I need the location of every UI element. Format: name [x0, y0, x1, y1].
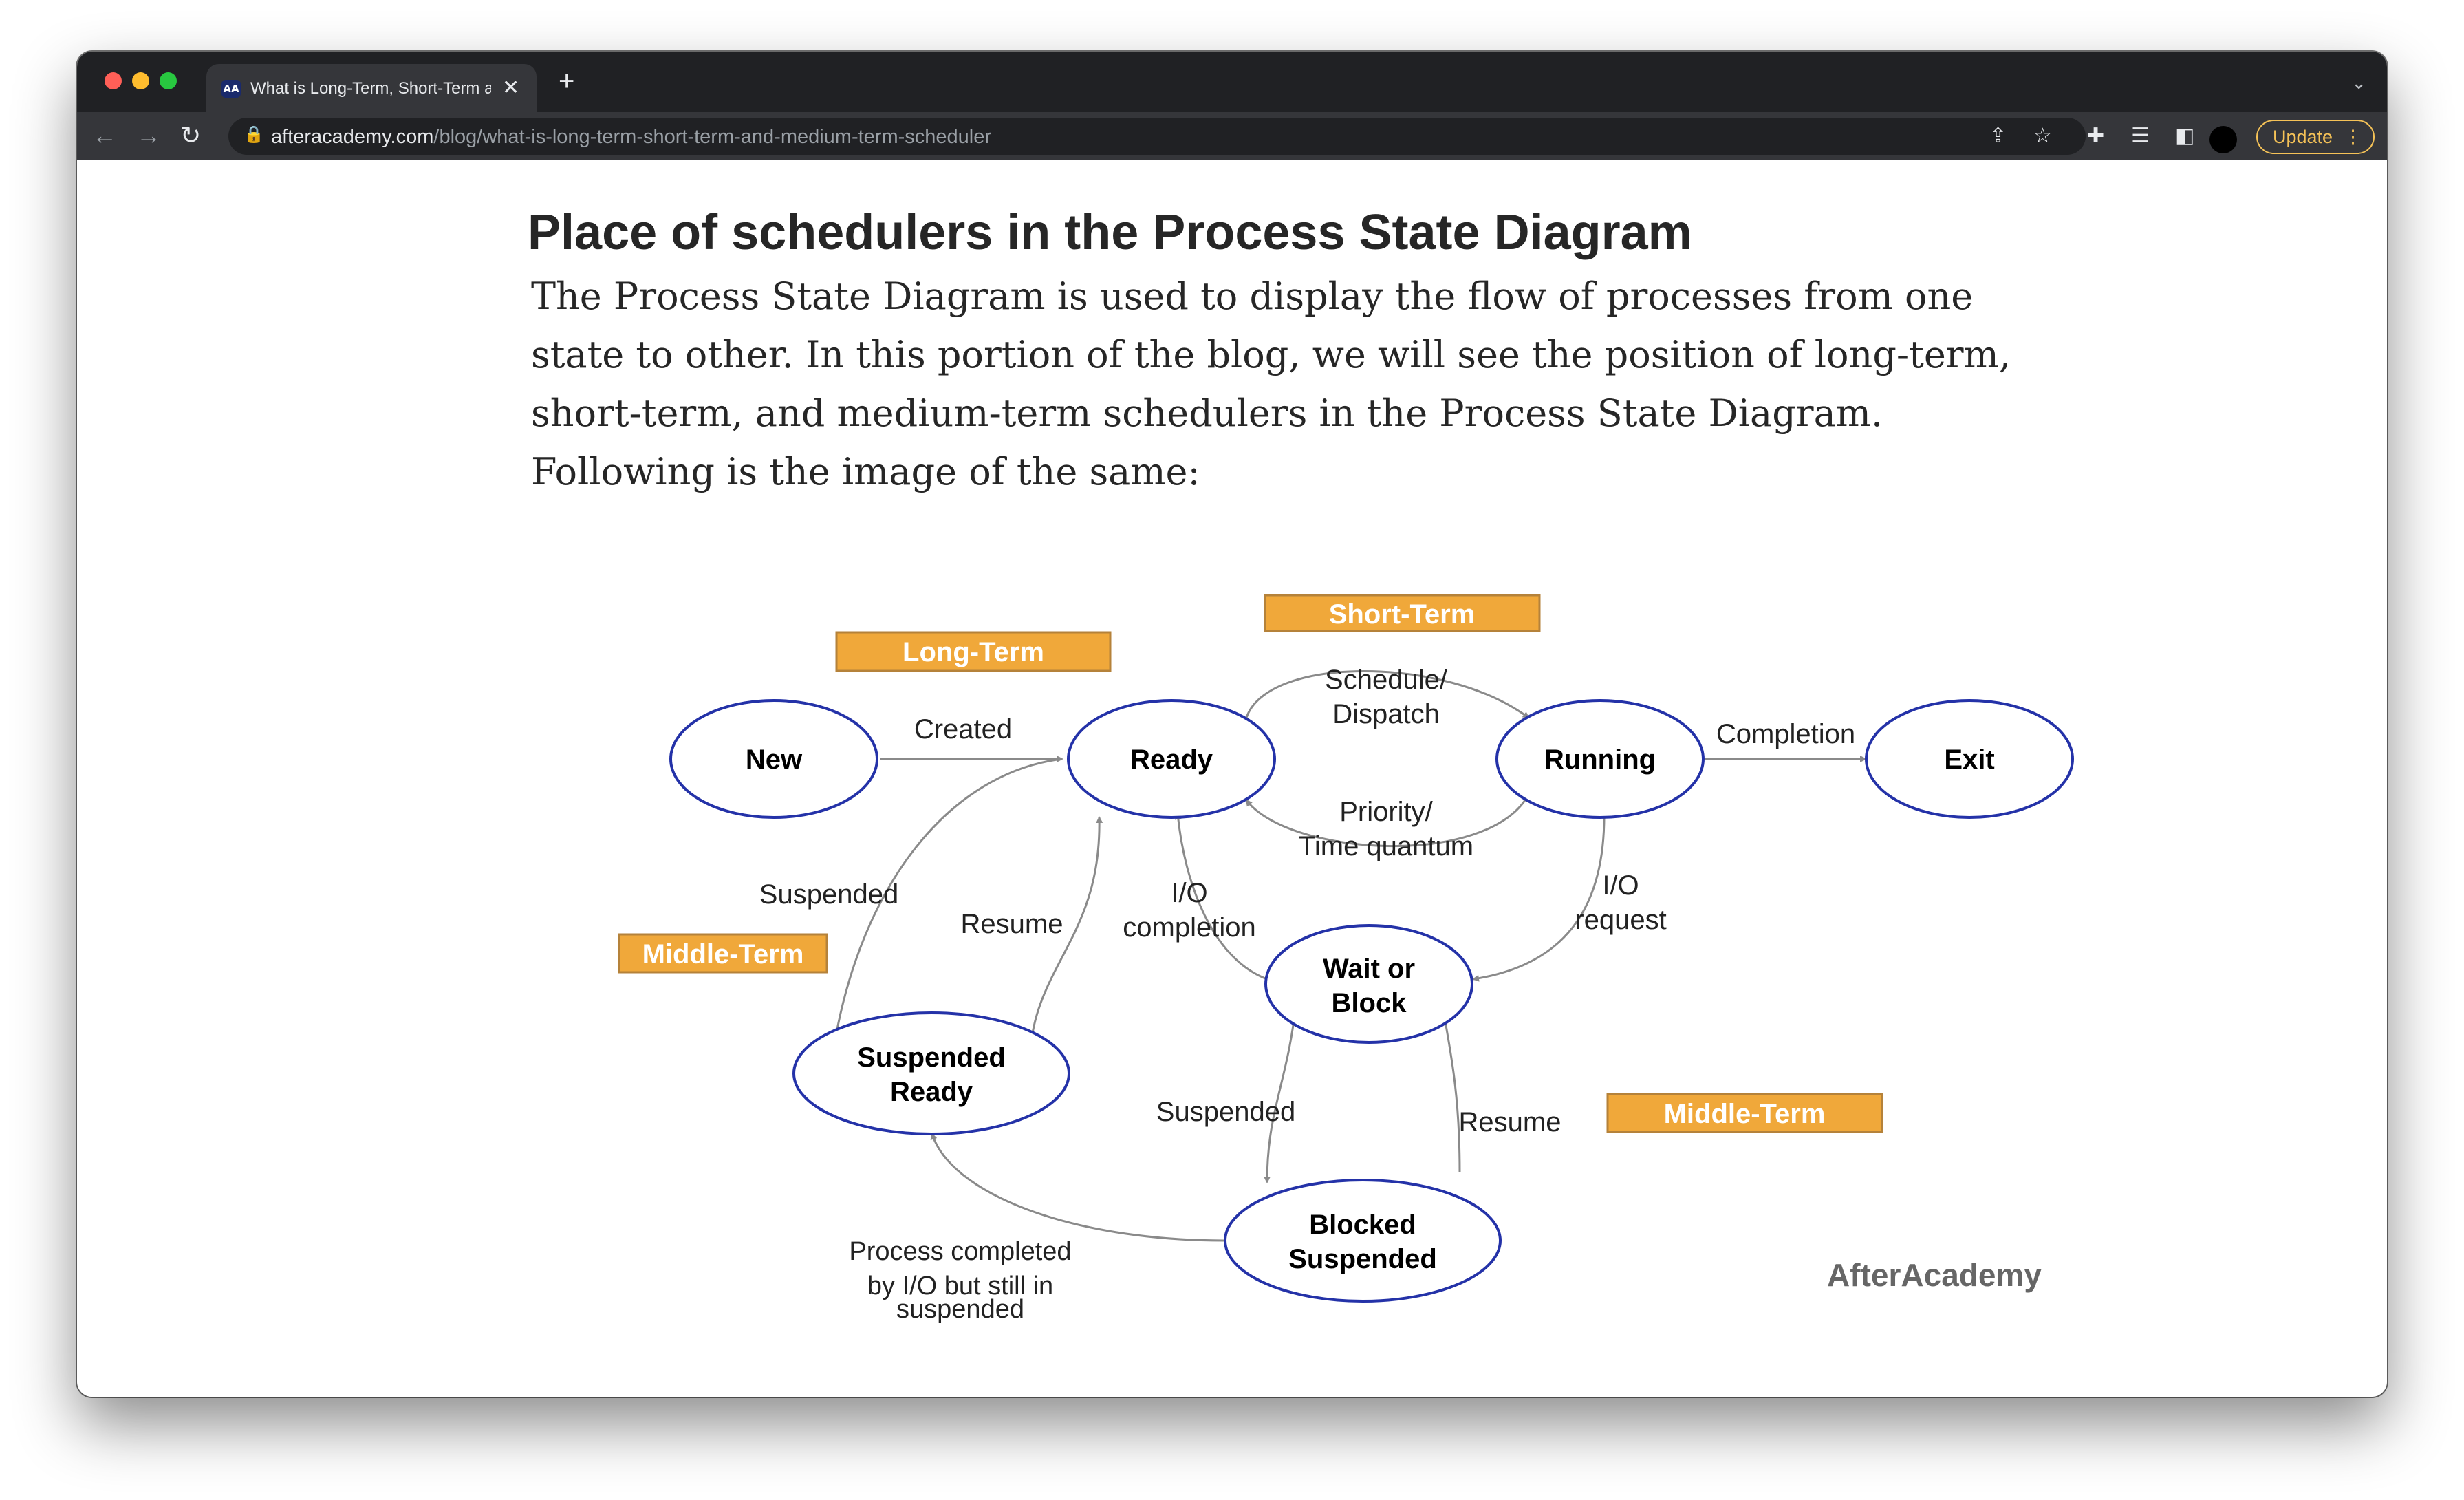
- arrow-ready-to-suspready: [831, 758, 1063, 1049]
- extensions-icon[interactable]: ✚: [2087, 125, 2105, 147]
- process-completed-label-2: by I/O but still in: [867, 1272, 1053, 1300]
- arrow-ready-to-running: [1245, 670, 1530, 719]
- side-panel-icon[interactable]: ◧: [2175, 125, 2195, 147]
- state-new-shape: [669, 699, 878, 819]
- close-tab-icon[interactable]: ✕: [502, 76, 520, 99]
- tab-title: What is Long-Term, Short-Term and Medium…: [250, 79, 491, 98]
- state-ready-label: Ready: [1130, 744, 1213, 775]
- arrow-wait-to-blocked: [1264, 1003, 1297, 1183]
- io-request-label-1: I/O: [1602, 870, 1639, 901]
- more-icon[interactable]: ⋮: [2344, 127, 2362, 147]
- browser-tab[interactable]: AA What is Long-Term, Short-Term and Med…: [206, 64, 537, 112]
- state-suspready-shape: [792, 1011, 1070, 1135]
- process-completed-label-3: suspended: [896, 1295, 1024, 1323]
- resume-left-label: Resume: [961, 909, 1063, 939]
- suspended-bottom-label: Suspended: [1156, 1097, 1295, 1127]
- update-label: Update: [2273, 127, 2333, 147]
- short-term-box: [1264, 594, 1541, 632]
- state-suspready-label-2: Ready: [890, 1077, 973, 1107]
- state-blocked-shape: [1224, 1179, 1502, 1303]
- back-arrow-icon[interactable]: ←: [92, 121, 117, 149]
- browser-toolbar: ← → ↻ 🔒 afteracademy.com/blog/what-is-lo…: [77, 112, 2387, 160]
- arrow-blocked-to-suspready: [930, 1133, 1226, 1242]
- schedule-label-2: Dispatch: [1332, 699, 1440, 729]
- close-window-button[interactable]: [105, 72, 122, 89]
- state-wait-label-2: Block: [1332, 988, 1407, 1018]
- url-host: afteracademy.com: [271, 126, 434, 148]
- process-completed-label-1: Process completed: [849, 1237, 1071, 1266]
- address-bar[interactable]: 🔒 afteracademy.com/blog/what-is-long-ter…: [228, 118, 2086, 155]
- middle-term-right-box: [1606, 1093, 1883, 1133]
- priority-label-1: Priority/: [1339, 797, 1433, 827]
- profile-avatar[interactable]: [2209, 126, 2237, 153]
- state-blocked-label-1: Blocked: [1309, 1210, 1416, 1240]
- arrow-running-to-ready: [1245, 794, 1530, 848]
- process-state-diagram: Long-Term Short-Term Middle-Term Middle-…: [618, 594, 2074, 1323]
- short-term-label: Short-Term: [1329, 599, 1476, 630]
- page-content: Place of schedulers in the Process State…: [77, 160, 2387, 1397]
- state-wait-label-1: Wait or: [1323, 954, 1415, 984]
- url-text[interactable]: afteracademy.com/blog/what-is-long-term-…: [271, 126, 991, 148]
- star-icon[interactable]: ☆: [2033, 125, 2052, 147]
- state-ready-shape: [1067, 699, 1276, 819]
- tab-search-icon[interactable]: ⌄: [2351, 72, 2366, 93]
- new-tab-button[interactable]: +: [559, 66, 575, 96]
- tab-bar: AA What is Long-Term, Short-Term and Med…: [77, 52, 2387, 112]
- middle-term-right-label: Middle-Term: [1664, 1099, 1826, 1129]
- io-request-label-2: request: [1575, 905, 1666, 935]
- arrow-blocked-to-wait: [1440, 1005, 1461, 1172]
- state-new-label: New: [746, 744, 803, 775]
- reload-icon[interactable]: ↻: [180, 121, 202, 149]
- arrow-suspready-to-ready: [1028, 816, 1103, 1059]
- afteracademy-watermark: AfterAcademy: [1827, 1257, 2042, 1293]
- middle-term-left-label: Middle-Term: [642, 939, 804, 969]
- forward-arrow-icon[interactable]: →: [136, 121, 161, 149]
- state-exit-shape: [1865, 699, 2074, 819]
- share-icon[interactable]: ⇪: [1989, 125, 2007, 147]
- io-completion-label-1: I/O: [1171, 878, 1207, 908]
- arrow-wait-to-ready: [1174, 813, 1268, 981]
- long-term-box: [835, 631, 1112, 672]
- state-suspready-label-1: Suspended: [857, 1042, 1006, 1073]
- priority-label-2: Time quantum: [1299, 831, 1473, 861]
- state-wait-shape: [1264, 924, 1473, 1044]
- lock-icon[interactable]: 🔒: [244, 125, 264, 144]
- update-button[interactable]: Update ⋮: [2256, 120, 2375, 154]
- io-completion-label-2: completion: [1123, 912, 1255, 943]
- state-exit-label: Exit: [1944, 744, 1994, 775]
- state-blocked-label-2: Suspended: [1288, 1244, 1437, 1274]
- browser-window: AA What is Long-Term, Short-Term and Med…: [77, 52, 2387, 1397]
- maximize-window-button[interactable]: [160, 72, 177, 89]
- schedule-label-1: Schedule/: [1325, 665, 1448, 695]
- suspended-left-label: Suspended: [759, 879, 898, 910]
- reading-list-icon[interactable]: ☰: [2131, 125, 2150, 147]
- favicon-icon: AA: [221, 80, 241, 98]
- url-path: /blog/what-is-long-term-short-term-and-m…: [433, 126, 992, 148]
- article-paragraph: The Process State Diagram is used to dis…: [531, 275, 2011, 493]
- created-label: Created: [914, 714, 1012, 744]
- middle-term-left-box: [618, 933, 828, 974]
- completion-label: Completion: [1716, 719, 1855, 749]
- article-heading: Place of schedulers in the Process State…: [528, 205, 1692, 260]
- minimize-window-button[interactable]: [132, 72, 149, 89]
- state-running-label: Running: [1544, 744, 1656, 775]
- resume-bottom-label: Resume: [1459, 1107, 1561, 1137]
- long-term-label: Long-Term: [903, 637, 1044, 667]
- state-running-shape: [1495, 699, 1705, 819]
- arrow-running-to-wait: [1472, 815, 1606, 982]
